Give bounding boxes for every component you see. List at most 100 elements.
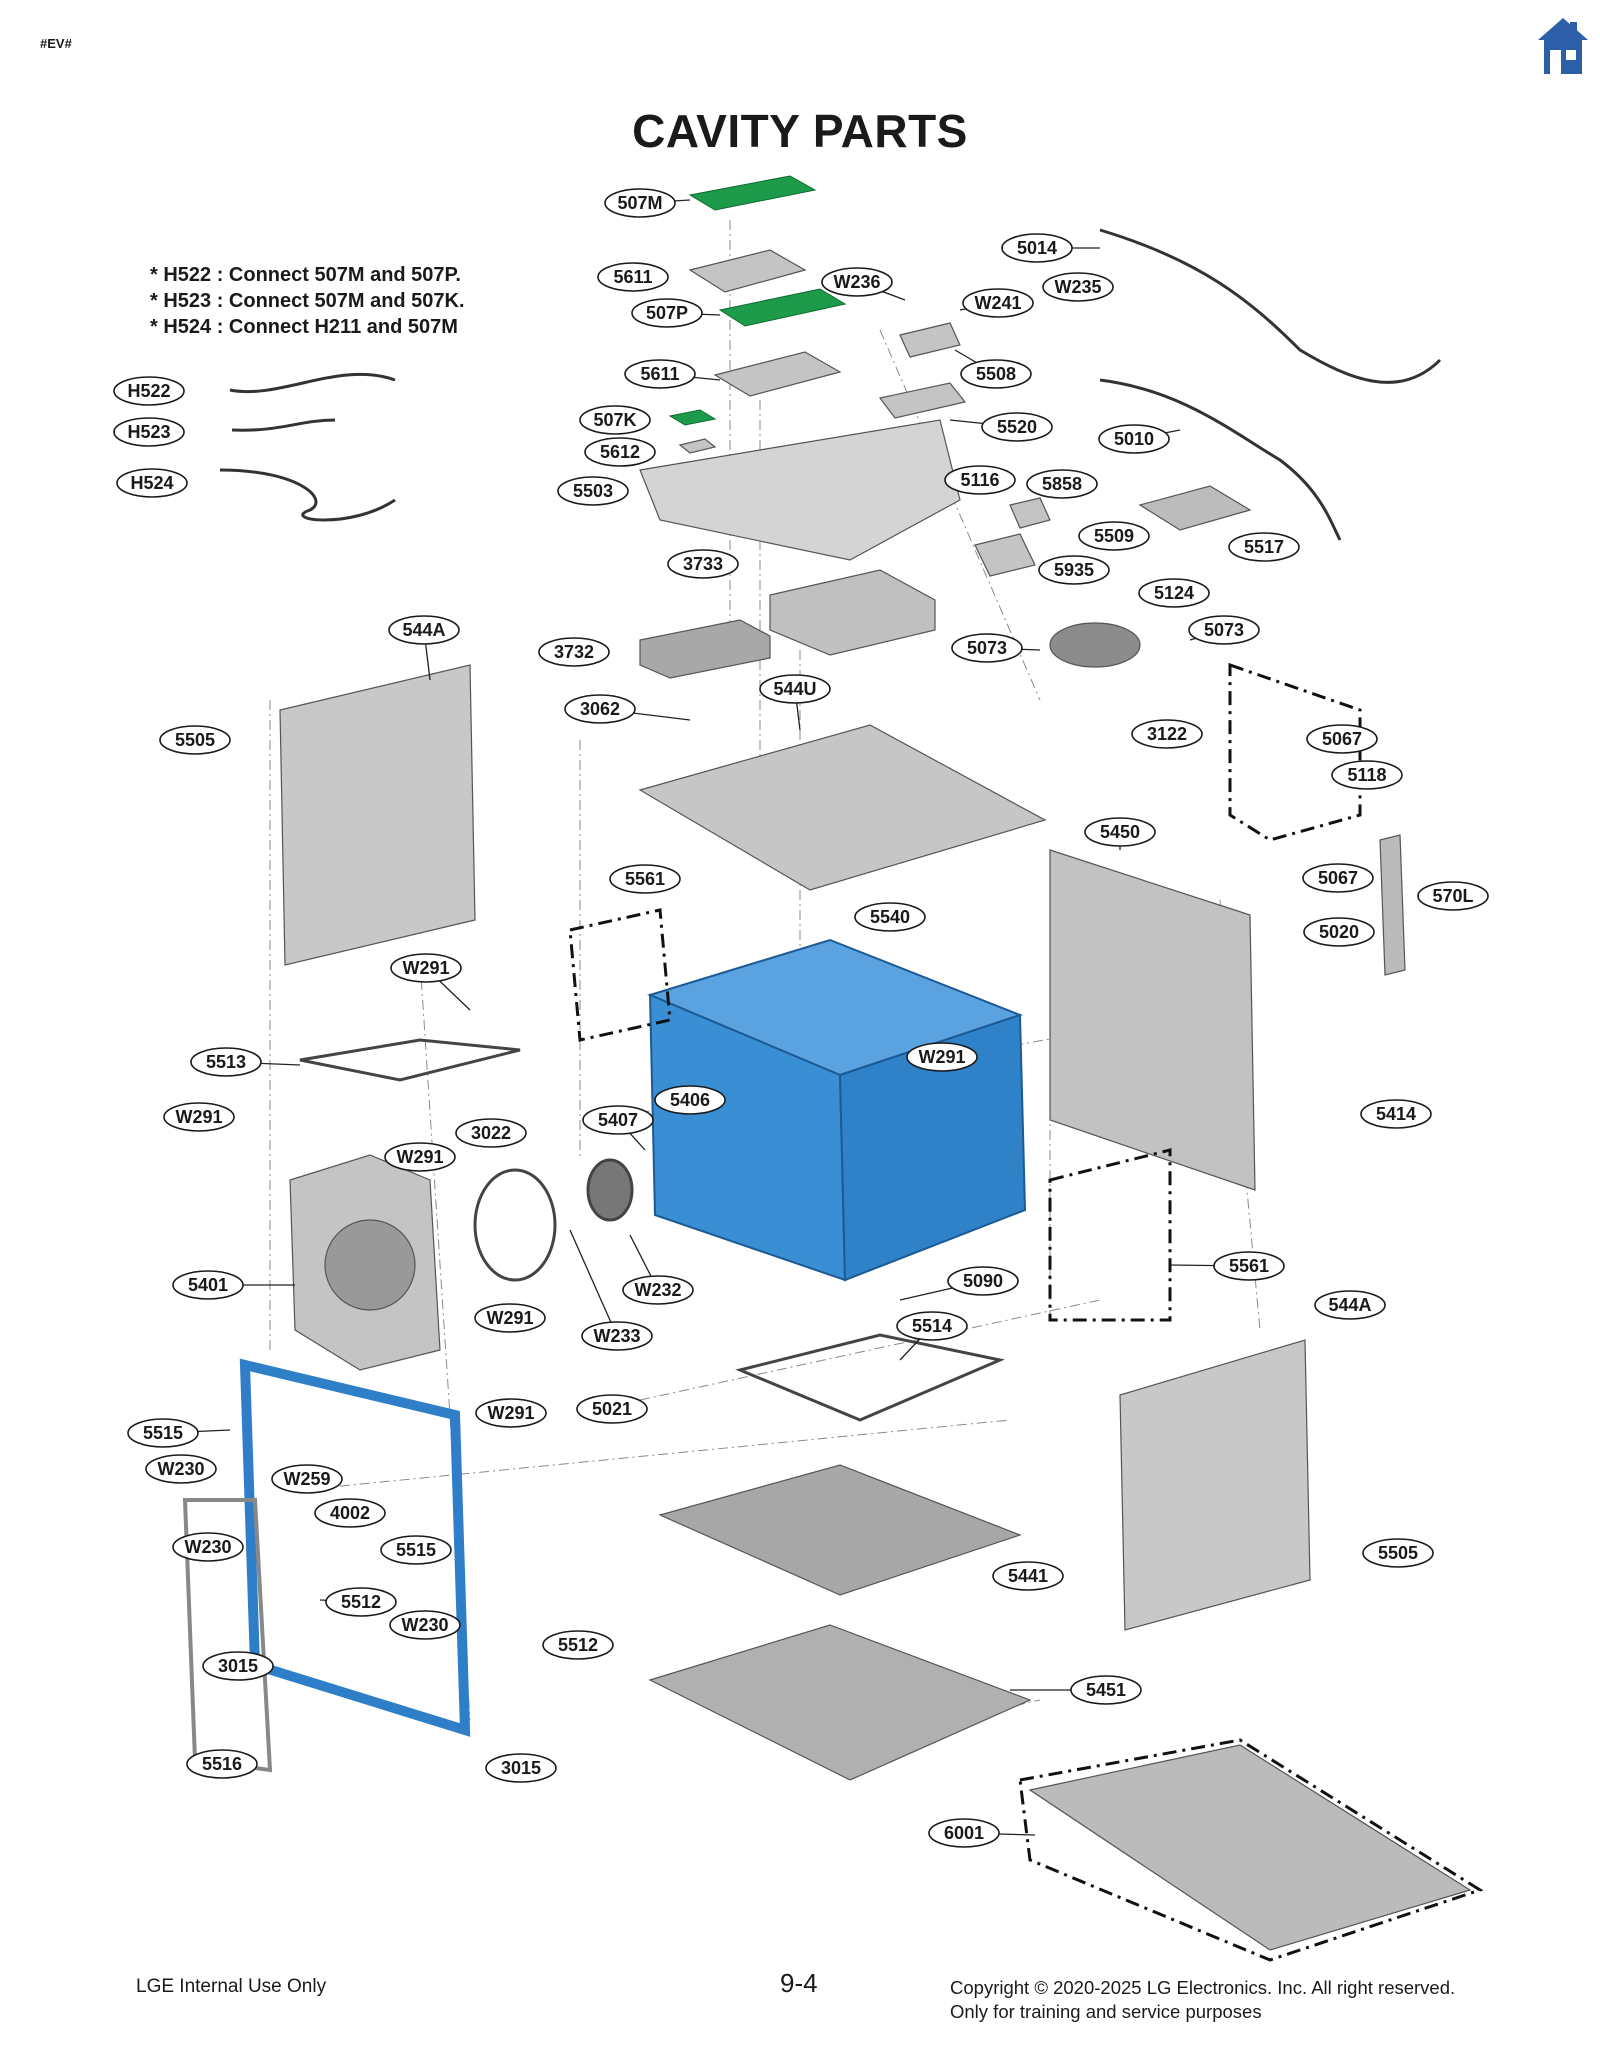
callout-label: W230 [401,1615,448,1635]
callout-w232: W232 [622,1275,694,1305]
callout-w291: W291 [384,1142,456,1172]
callout-570l: 570L [1417,881,1489,911]
group-5561-left [568,908,672,1042]
callout-label: 6001 [944,1823,984,1843]
callout-label: 5401 [188,1275,228,1295]
callout-5517: 5517 [1228,532,1300,562]
switch-5935 [974,533,1036,577]
bottom-plate-5451 [648,1624,1032,1781]
dashed-groups [568,662,1484,1962]
callout-label: 3015 [218,1656,258,1676]
callout-label: 5090 [963,1271,1003,1291]
callout-label: 5407 [598,1110,638,1130]
box-3732 [639,619,771,679]
callout-label: 5021 [592,1399,632,1419]
page-number: 9-4 [780,1968,818,1998]
callout-5516: 5516 [186,1749,258,1779]
callout-label: 5516 [202,1754,242,1774]
callout-w291: W291 [475,1398,547,1428]
callout-label: W236 [833,272,880,292]
callout-label: 5515 [396,1540,436,1560]
callout-5401: 5401 [172,1270,244,1300]
callout-label: 5509 [1094,526,1134,546]
callout-label: 5540 [870,907,910,927]
callout-w259: W259 [271,1464,343,1494]
callout-label: 5512 [341,1592,381,1612]
callout-544a: 544A [1314,1290,1386,1320]
plate-5503 [639,419,961,561]
home-icon[interactable] [1536,16,1590,76]
box-5517 [1138,485,1252,531]
callout-5520: 5520 [981,412,1053,442]
callout-label: 5611 [640,364,679,384]
base-6001 [1028,1744,1472,1951]
callout-5090: 5090 [947,1266,1019,1296]
callout-3015: 3015 [485,1753,557,1783]
side-panel-544a-left [279,664,476,966]
callout-5509: 5509 [1078,521,1150,551]
heater-5514 [735,1333,1005,1422]
pcb-507p [718,288,847,327]
connection-notes: * H522 : Connect 507M and 507P. * H523 :… [150,262,465,340]
callout-w235: W235 [1042,272,1114,302]
callout-label: H524 [130,473,173,493]
callout-label: W230 [184,1537,231,1557]
callout-label: 507M [617,193,662,213]
callout-5512: 5512 [542,1630,614,1660]
callout-w291: W291 [906,1042,978,1072]
callout-5514: 5514 [896,1311,968,1341]
callout-w236: W236 [821,267,893,297]
copyright-line-2: Only for training and service purposes [950,2001,1262,2022]
callout-5561: 5561 [1213,1251,1285,1281]
callout-w230: W230 [145,1454,217,1484]
callout-5935: 5935 [1038,555,1110,585]
callout-label: 5441 [1008,1566,1048,1586]
callout-5858: 5858 [1026,469,1098,499]
callout-5505: 5505 [159,725,231,755]
callout-3015: 3015 [202,1651,274,1681]
callout-label: 3733 [683,554,723,574]
callout-label: 5561 [1229,1256,1269,1276]
callout-label: 3732 [554,642,594,662]
callout-label: 3022 [471,1123,511,1143]
callout-label: W235 [1054,277,1101,297]
callout-label: H522 [127,381,170,401]
callout-5021: 5021 [576,1394,648,1424]
callout-544u: 544U [759,674,831,704]
callout-label: 5508 [976,364,1016,384]
callout-label: 5451 [1086,1680,1126,1700]
callout-label: 5118 [1347,765,1386,785]
callout-label: 5514 [912,1316,952,1336]
callout-label: W241 [974,293,1021,313]
callout-label: 5505 [1378,1543,1418,1563]
callout-label: 5073 [1204,620,1244,640]
callout-label: 5414 [1376,1104,1416,1124]
callout-label: 5612 [600,442,640,462]
callout-5014: 5014 [1001,233,1073,263]
callout-label: 5935 [1054,560,1094,580]
harness-h522 [229,372,396,394]
callout-label: H523 [127,422,170,442]
callout-label: W291 [402,958,449,978]
box-3733 [769,569,936,656]
callout-labels: 507M5611507P5611507K56125503W236W2415508… [113,188,1489,1848]
callout-label: 5073 [967,638,1007,658]
callout-label: 5515 [143,1423,183,1443]
callout-5612: 5612 [584,437,656,467]
callout-label: 5116 [960,470,999,490]
callout-h522: H522 [113,376,185,406]
callout-label: 3122 [1147,724,1187,744]
note-h524: * H524 : Connect H211 and 507M [150,316,458,338]
callout-5067: 5067 [1306,724,1378,754]
callout-w241: W241 [962,288,1034,318]
callout-5503: 5503 [557,476,629,506]
callout-label: 5067 [1318,868,1358,888]
callout-3022: 3022 [455,1118,527,1148]
callout-label: 5561 [625,869,665,889]
callout-5020: 5020 [1303,917,1375,947]
harness-5014 [1099,228,1442,384]
callout-5073: 5073 [951,633,1023,663]
harness-h524 [219,468,396,522]
